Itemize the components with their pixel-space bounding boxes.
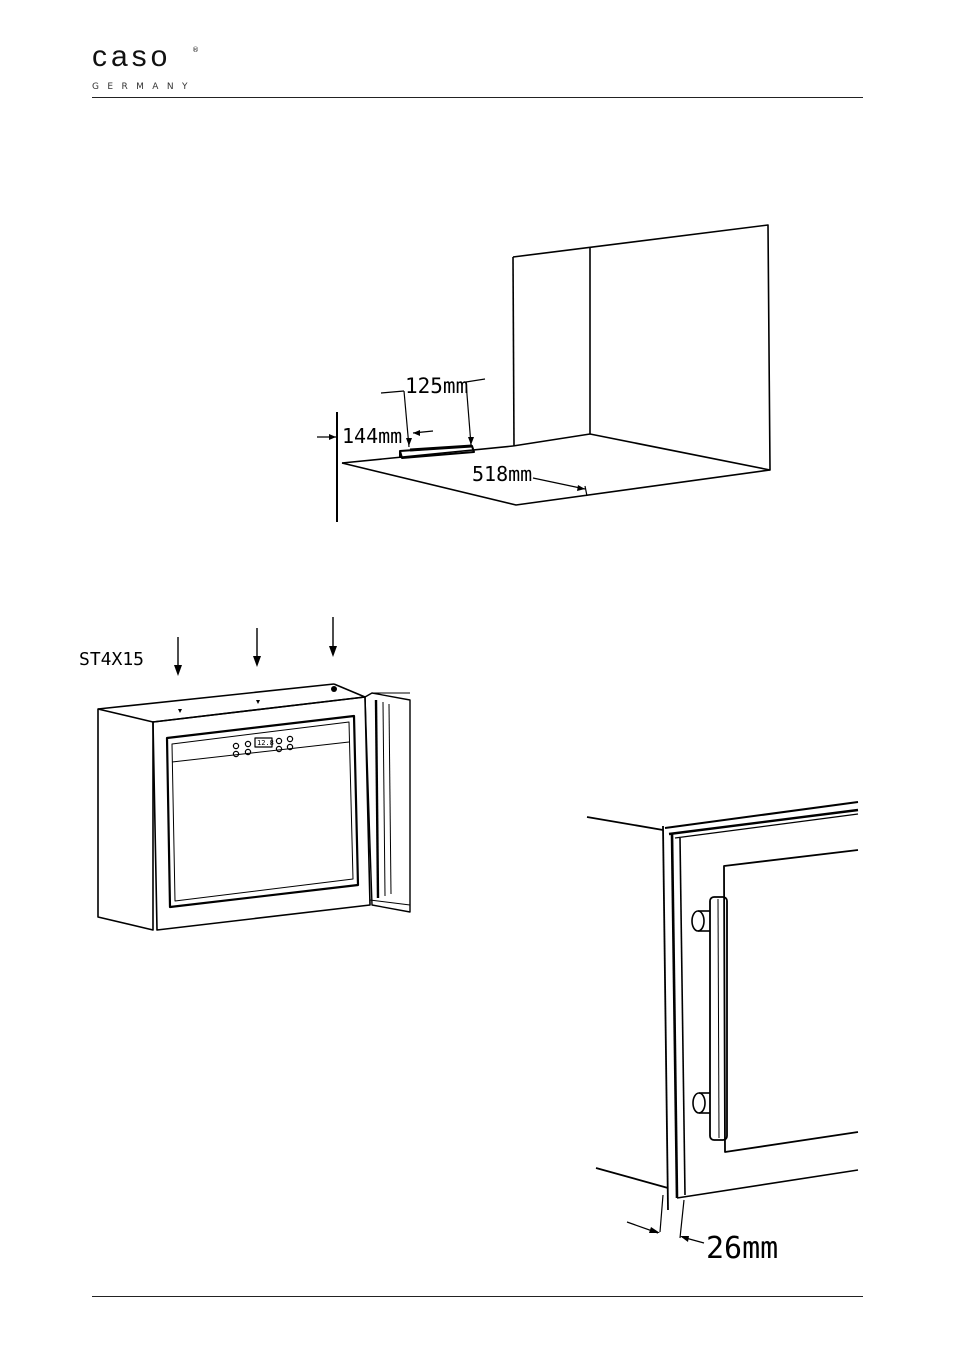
- door-window: [724, 850, 858, 1152]
- dim-125-label: 125mm: [405, 374, 468, 398]
- display-readout: 12.8: [257, 739, 274, 747]
- open-door: [365, 693, 410, 912]
- screw-type-label: ST4X15: [79, 649, 144, 670]
- appliance-front-frame: [153, 697, 370, 930]
- figure-niche-rail: [317, 225, 770, 522]
- niche-left-edge: [513, 257, 514, 446]
- cabinet-side-edge: [663, 826, 668, 1210]
- cabinet-bottom-edge: [596, 1168, 668, 1188]
- niche-back-wall: [513, 225, 770, 470]
- floor-front-edge: [342, 463, 770, 505]
- dim-26-label: 26mm: [706, 1231, 778, 1266]
- door-bottom-edge: [677, 1170, 858, 1198]
- cabinet-top-edge: [587, 817, 663, 830]
- rail-body: [410, 446, 472, 450]
- dim-144-label: 144mm: [342, 424, 402, 448]
- figure-door-gap: [587, 802, 858, 1243]
- dim-518-label: 518mm: [472, 462, 532, 486]
- door-left-edge: [672, 834, 677, 1198]
- figure-screw-mounting: [98, 617, 410, 930]
- cabinet-side: [98, 709, 153, 930]
